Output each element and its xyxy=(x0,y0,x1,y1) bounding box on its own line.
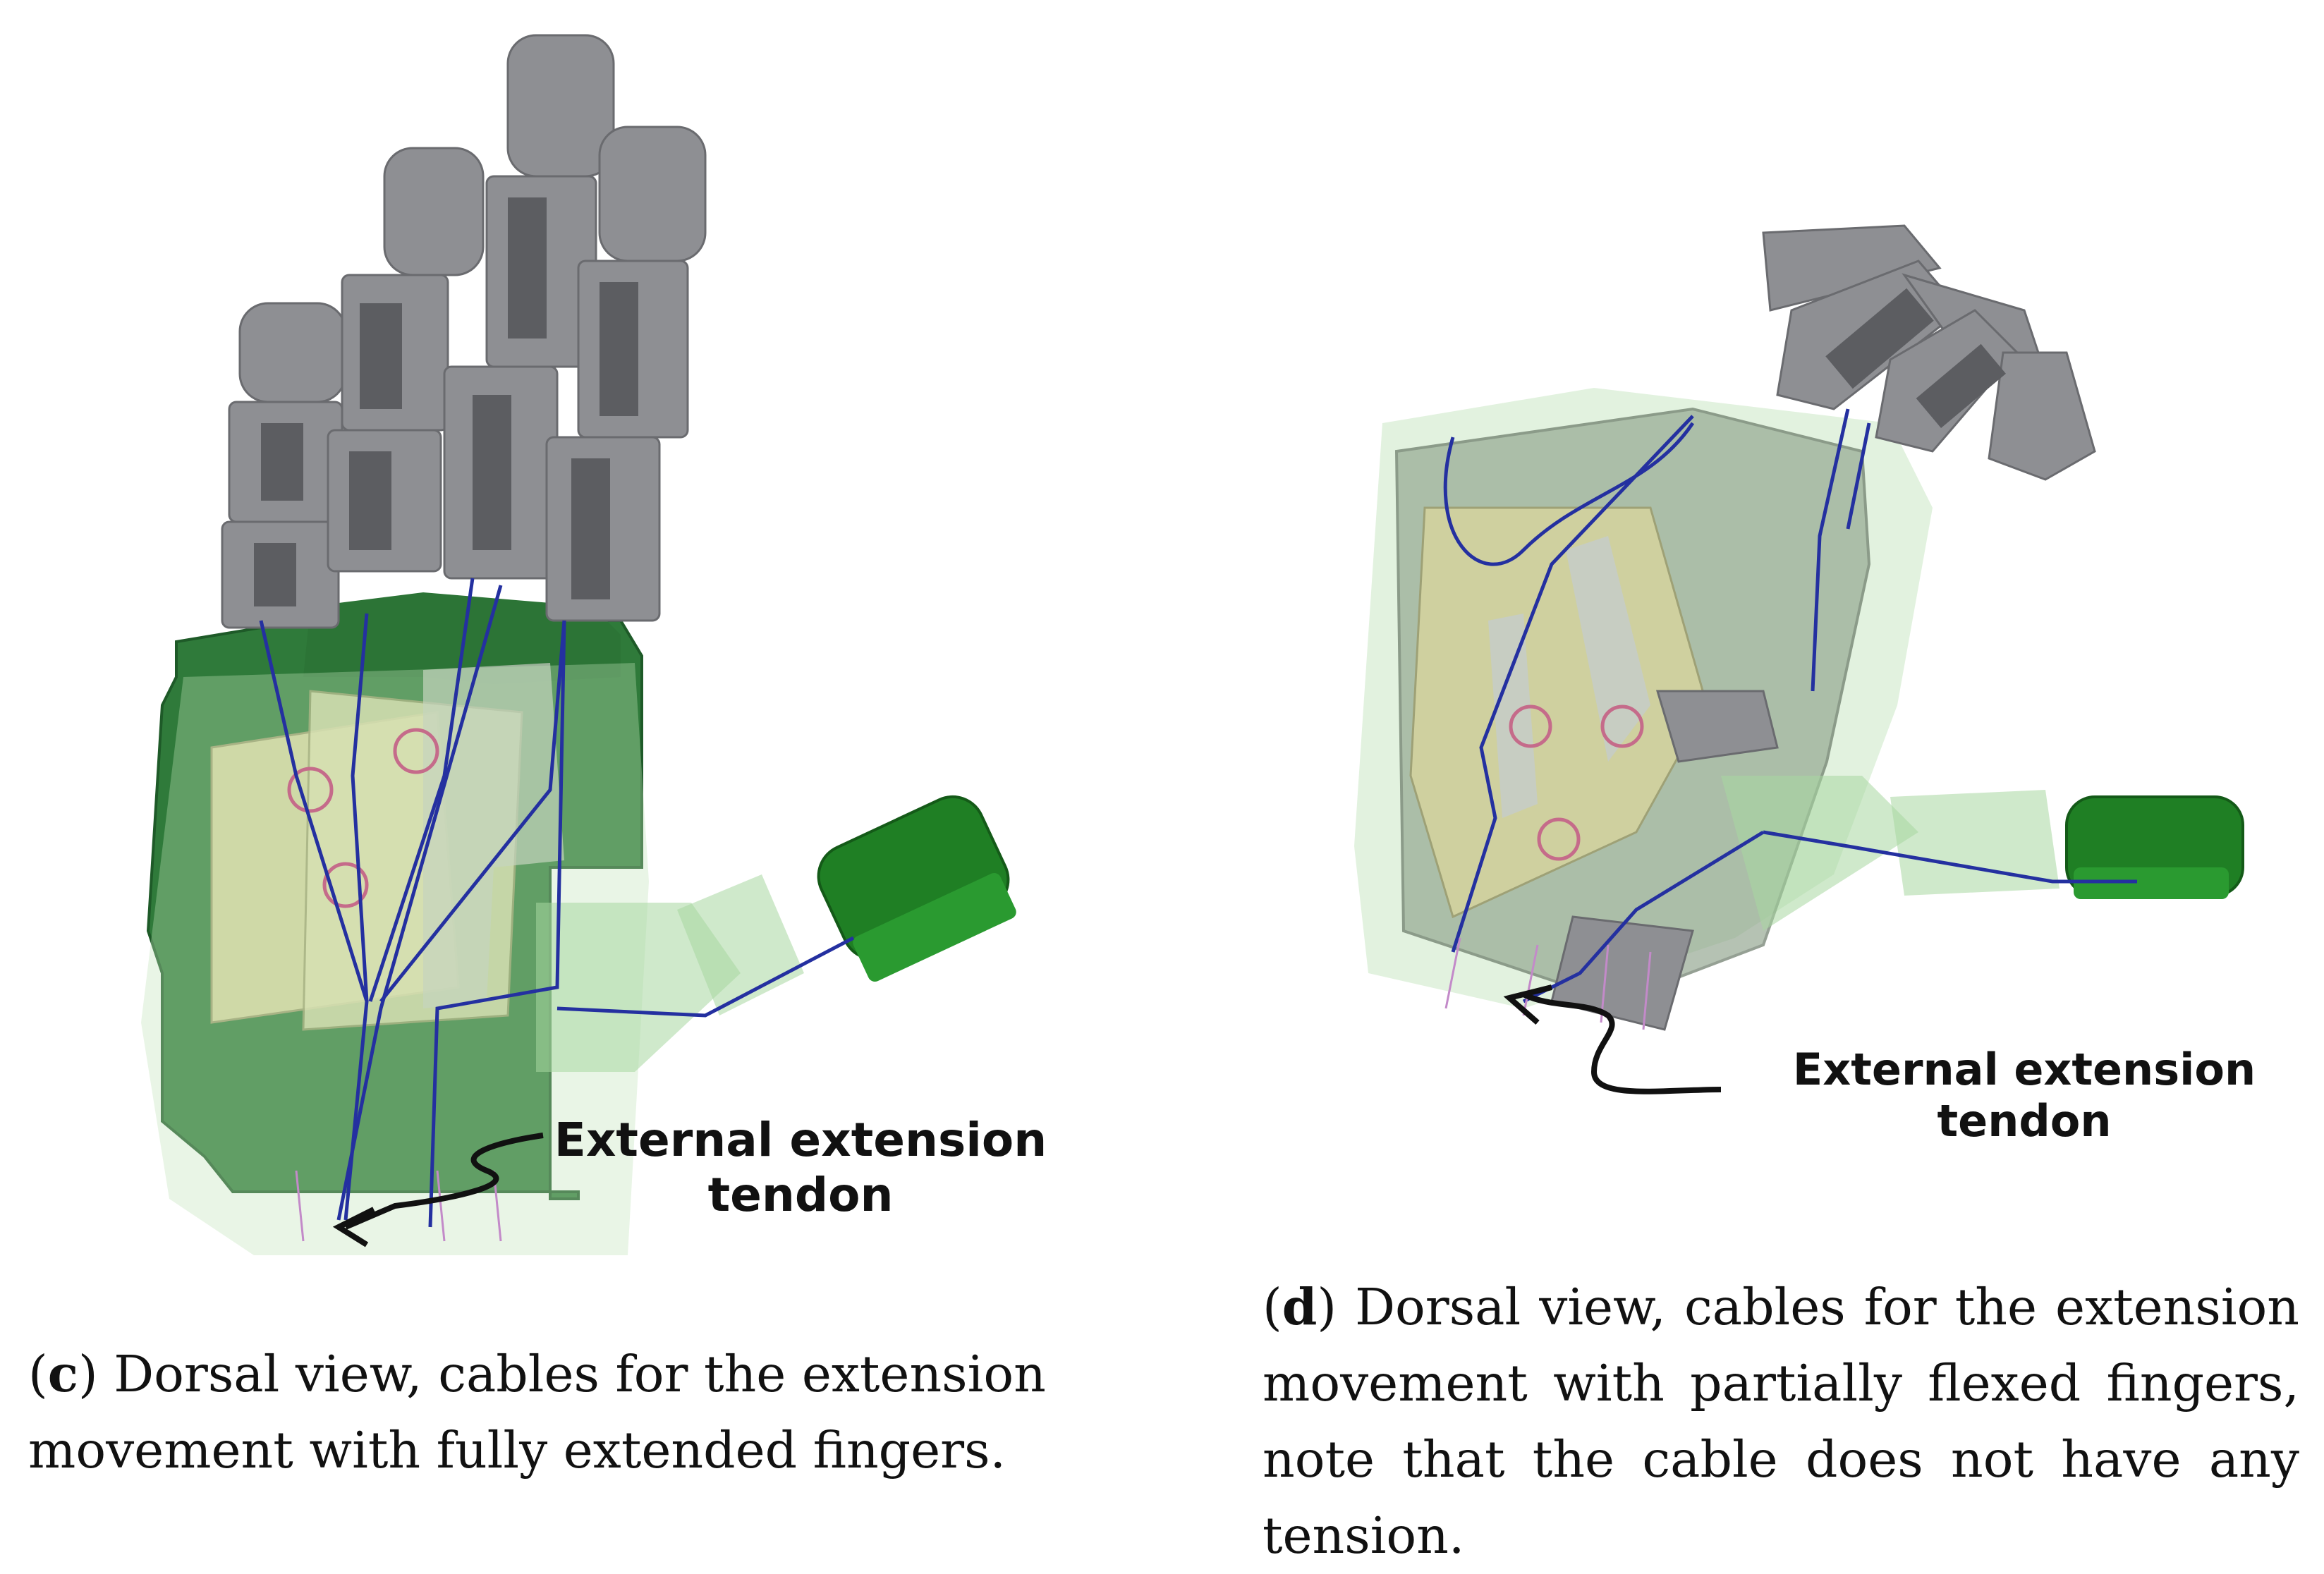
joint-circle xyxy=(1537,817,1581,861)
finger-ring xyxy=(327,147,485,573)
joint-circle xyxy=(393,728,439,774)
finger-flexed-2 xyxy=(1875,273,2096,481)
palm-window xyxy=(423,663,564,1008)
tendon-arrow xyxy=(344,1133,544,1230)
joint-circle xyxy=(1509,704,1552,748)
caption-label: c xyxy=(47,1344,78,1403)
tendon-lines xyxy=(1444,937,1652,1030)
callout-label-d: External extension tendon xyxy=(1792,1044,2256,1147)
hand-model-flexed-fingers xyxy=(1354,224,2244,1094)
caption-c: (c) Dorsal view, cables for the extensio… xyxy=(28,1344,1046,1480)
gray-block xyxy=(1550,915,1694,1031)
extension-cables xyxy=(259,578,855,1228)
extension-cables xyxy=(1443,408,2137,1003)
finger-flexed-1 xyxy=(1762,224,1963,410)
joint-circle xyxy=(322,862,369,908)
caption-text: Dorsal view, cables for the extension mo… xyxy=(1263,1278,2300,1565)
tendon-arrow xyxy=(1522,992,1722,1094)
caption-label: d xyxy=(1282,1277,1318,1336)
finger-pinky xyxy=(221,302,347,629)
gray-block xyxy=(1655,690,1779,763)
figure-panel-c: External extension tendon (c) Dorsal vie… xyxy=(0,0,1157,1503)
callout-label-c: External extension tendon xyxy=(554,1113,1047,1222)
caption-d: (d) Dorsal view, cables for the extensio… xyxy=(1263,1277,2300,1565)
palm-slot xyxy=(1566,536,1650,762)
finger-middle xyxy=(443,34,615,580)
joint-circle xyxy=(1600,704,1644,748)
hand-model-extended-fingers xyxy=(141,34,1016,1255)
tendon-arrowhead xyxy=(1503,984,1552,1025)
caption-text: Dorsal view, cables for the extension mo… xyxy=(28,1345,1046,1480)
figure-panel-d: External extension tendon (d) Dorsal vie… xyxy=(1157,0,2324,1565)
inner-plate xyxy=(1409,506,1708,919)
tendon-arrowhead xyxy=(332,1207,375,1247)
joint-circle xyxy=(287,767,334,813)
thumb xyxy=(536,795,1016,1072)
thumb xyxy=(1721,776,2244,931)
finger-index xyxy=(545,126,707,622)
palm-top-plate xyxy=(303,592,621,684)
